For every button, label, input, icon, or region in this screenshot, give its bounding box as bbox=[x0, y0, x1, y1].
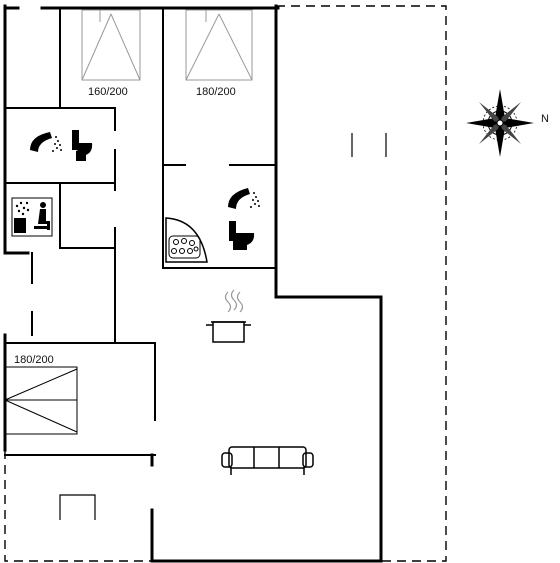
terrace-outline bbox=[4, 5, 447, 562]
bed-size-label-2: 180/200 bbox=[196, 86, 236, 98]
toilet-icon bbox=[72, 130, 93, 161]
whirlpool-icon bbox=[165, 217, 208, 263]
toilet-icon-2 bbox=[229, 221, 255, 250]
walls bbox=[3, 4, 383, 563]
compass-north-label: N bbox=[541, 113, 549, 125]
pot-body bbox=[206, 321, 251, 343]
compass-rose-icon bbox=[466, 89, 534, 157]
cooking-pot-icon bbox=[224, 289, 244, 313]
sauna-icon bbox=[11, 197, 53, 237]
bed-180-200-lower bbox=[4, 366, 78, 435]
terrace-table bbox=[59, 494, 96, 520]
shower-icon-2 bbox=[228, 188, 260, 209]
bed-160-200 bbox=[81, 9, 141, 81]
shower-icon bbox=[30, 132, 62, 152]
bed-size-label-1: 160/200 bbox=[88, 86, 128, 98]
bed-180-200-upper bbox=[185, 9, 253, 81]
sofa-icon bbox=[221, 446, 314, 475]
terrace-furniture bbox=[351, 133, 387, 157]
bed-size-label-3: 180/200 bbox=[14, 354, 54, 366]
